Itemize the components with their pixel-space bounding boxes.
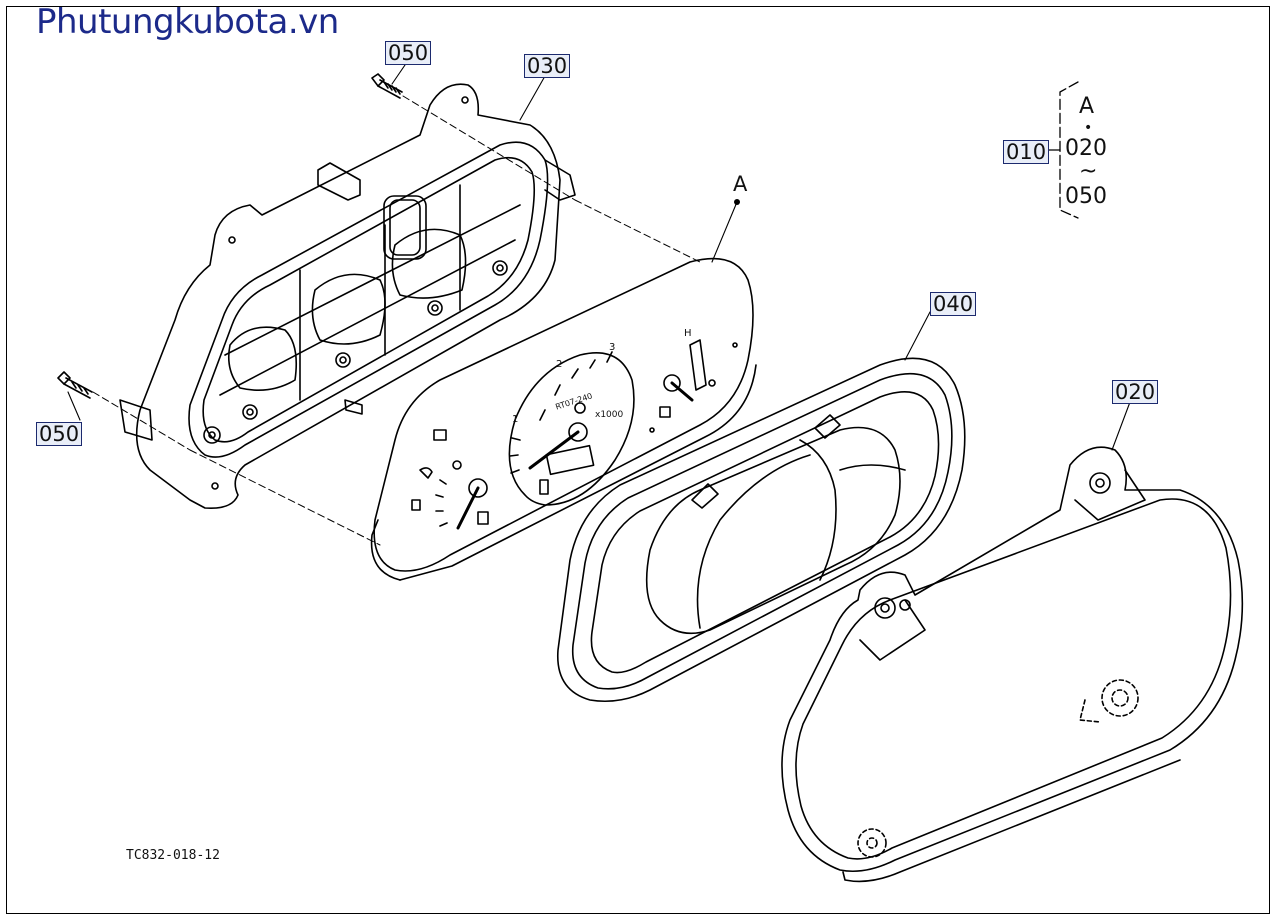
group-to: 050 — [1065, 184, 1107, 209]
callout-010[interactable]: 010 — [1003, 140, 1050, 164]
callout-050-left[interactable]: 050 — [36, 422, 83, 446]
group-dot: • — [1084, 120, 1093, 136]
group-top-a: A — [1079, 94, 1095, 119]
group-tilde: ~ — [1079, 159, 1098, 184]
tachometer-dial — [508, 351, 635, 506]
alignment-lines — [92, 95, 701, 546]
callout-040[interactable]: 040 — [930, 292, 977, 316]
rear-cover — [781, 446, 1244, 883]
screw-left — [57, 371, 93, 399]
marker-a-label: A — [733, 172, 748, 196]
drawing-frame — [6, 6, 1270, 914]
marker-dot — [734, 199, 740, 205]
callout-020[interactable]: 020 — [1112, 380, 1159, 404]
meter-gauge-panel — [370, 257, 757, 581]
leader-lines — [67, 64, 1131, 451]
drawing-code: TC832-018-12 — [126, 848, 220, 863]
meter-bezel — [557, 357, 966, 703]
group-from: 020 — [1065, 136, 1107, 161]
callout-050-top[interactable]: 050 — [385, 41, 432, 65]
hot-label: H — [684, 328, 692, 339]
tacho-tick-1: 1 — [512, 414, 519, 425]
tacho-tick-2: 2 — [556, 359, 563, 370]
tacho-unit-label: x1000 — [595, 410, 624, 420]
rear-housing-frame — [119, 83, 576, 510]
site-watermark: Phutungkubota.vn — [36, 2, 339, 42]
tacho-tick-3: 3 — [609, 342, 616, 353]
screw-top — [371, 73, 403, 99]
callout-030[interactable]: 030 — [524, 54, 571, 78]
